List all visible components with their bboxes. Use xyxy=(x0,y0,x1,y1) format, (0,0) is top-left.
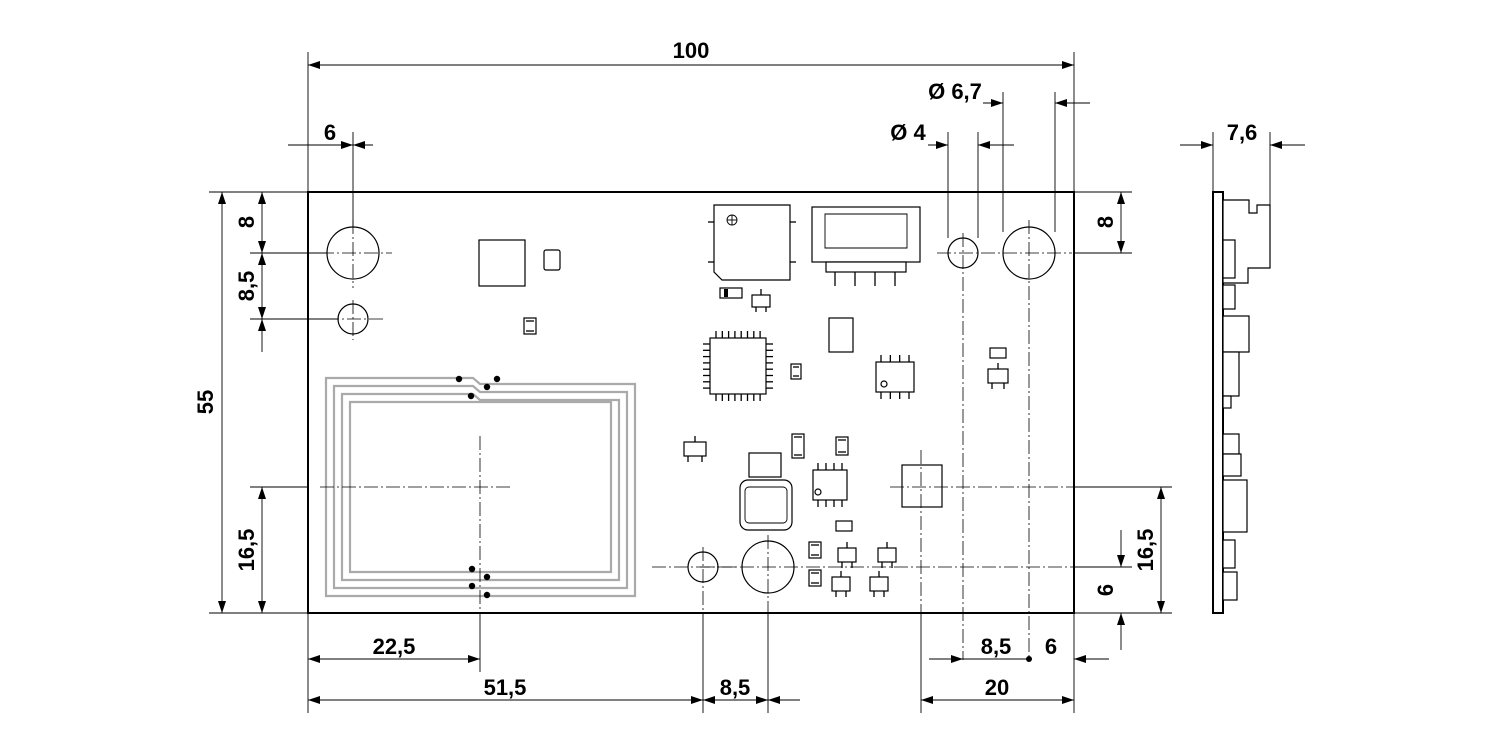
dimension-lines xyxy=(218,61,1165,704)
dim-hole-large-diameter: Ø 6,7 xyxy=(928,79,982,104)
side-pcb xyxy=(1212,191,1224,614)
dim-hole-small-diameter: Ø 4 xyxy=(890,120,926,145)
dim-bottom-hole-height: 6 xyxy=(1093,584,1118,596)
side-components xyxy=(1222,199,1271,601)
dim-right-width: 20 xyxy=(985,675,1009,700)
antenna-coil xyxy=(324,375,637,599)
dim-right-spacing: 8,5 xyxy=(981,634,1012,659)
dim-bottom-hole-x: 51,5 xyxy=(484,675,527,700)
dim-top-offset-right: 8 xyxy=(1093,216,1118,228)
dim-coil-center-x: 22,5 xyxy=(373,634,416,659)
front-view: 100 6 Ø 6,7 Ø 4 8 8,5 55 16,5 8 16,5 6 2… xyxy=(193,38,1172,713)
dim-width-total: 100 xyxy=(673,38,710,63)
dim-coil-center-height: 16,5 xyxy=(234,529,259,572)
components xyxy=(478,204,1009,592)
dim-bottom-hole-spacing: 8,5 xyxy=(720,675,751,700)
dim-top-offset-left: 8 xyxy=(234,216,259,228)
dimension-labels: 100 6 Ø 6,7 Ø 4 8 8,5 55 16,5 8 16,5 6 2… xyxy=(193,38,1158,700)
dim-right-edge-offset: 6 xyxy=(1045,634,1057,659)
dim-side-thickness: 7,6 xyxy=(1227,120,1258,145)
side-extension-lines xyxy=(1180,132,1305,205)
dim-hole-spacing-left: 8,5 xyxy=(234,271,259,302)
dim-height-total: 55 xyxy=(193,390,218,414)
dim-right-center-height: 16,5 xyxy=(1133,529,1158,572)
dim-edge-offset-left: 6 xyxy=(324,120,336,145)
component-pins xyxy=(526,320,1005,597)
center-lines xyxy=(320,220,1074,660)
side-view: 7,6 xyxy=(1180,120,1305,614)
qfp-chip xyxy=(709,337,767,395)
